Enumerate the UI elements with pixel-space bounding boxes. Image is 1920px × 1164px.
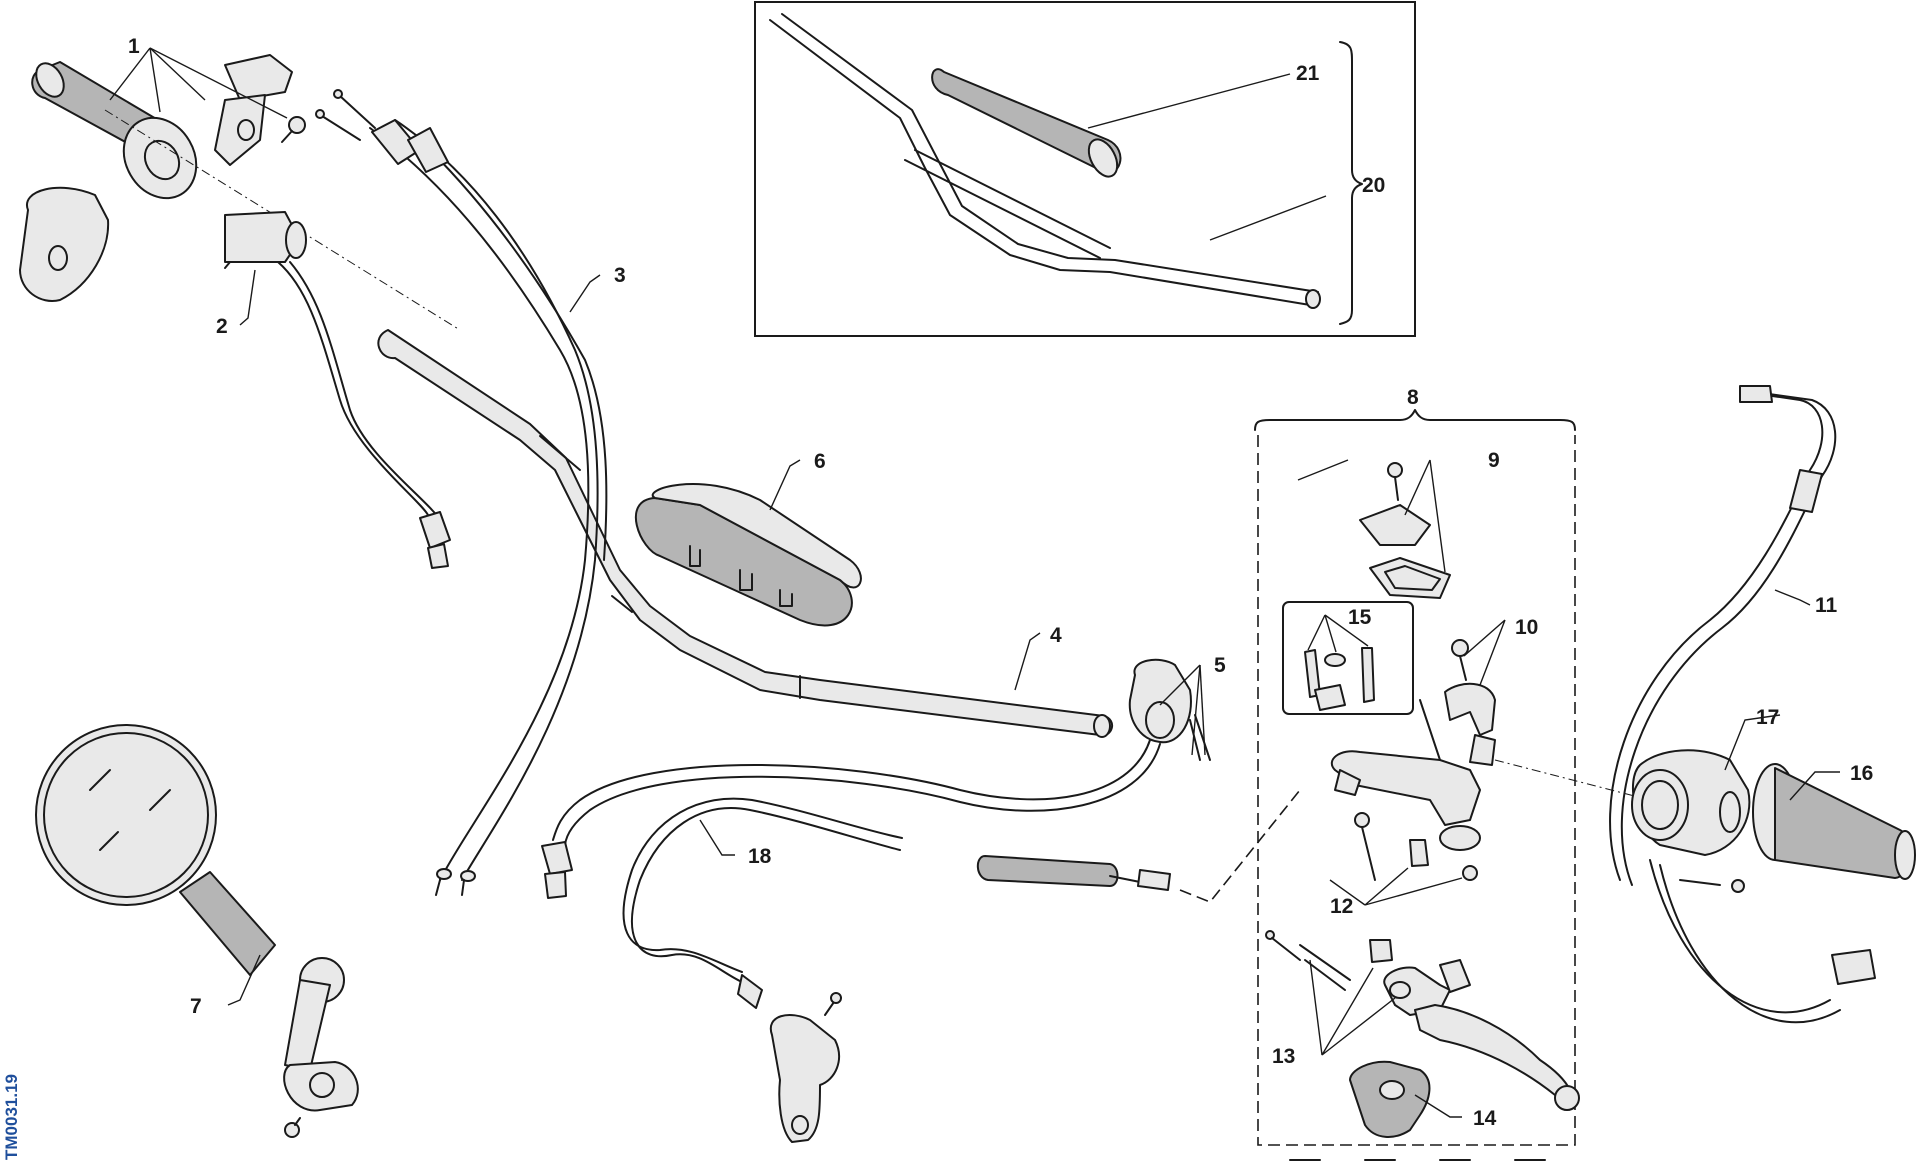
callout-11: 11 — [1815, 594, 1838, 617]
document-id: TM0031.19 — [2, 1074, 21, 1160]
callout-5: 5 — [1214, 654, 1226, 677]
callout-12: 12 — [1330, 895, 1353, 918]
callout-14: 14 — [1473, 1107, 1497, 1130]
clutch-master-assembly — [1254, 409, 1651, 1161]
callout-20: 20 — [1362, 174, 1385, 197]
callout-4: 4 — [1050, 624, 1062, 647]
callout-6: 6 — [814, 450, 826, 473]
callout-17: 17 — [1756, 706, 1779, 729]
callout-18: 18 — [748, 845, 772, 868]
throttle-cables — [315, 89, 608, 896]
callout-labels: 1 2 3 4 5 6 7 8 9 10 11 12 13 14 15 16 1… — [128, 35, 1873, 1130]
handlebar-pad — [634, 483, 862, 627]
callout-21: 21 — [1296, 62, 1320, 85]
callout-3: 3 — [614, 264, 626, 287]
handlebar — [377, 329, 1114, 738]
callout-15: 15 — [1348, 606, 1372, 629]
callout-7: 7 — [190, 995, 202, 1018]
clutch-cable — [622, 789, 1301, 1143]
mirror — [35, 724, 359, 1138]
callout-1: 1 — [128, 35, 140, 58]
callout-8: 8 — [1407, 386, 1419, 409]
leader-lines — [109, 47, 1840, 1118]
callout-2: 2 — [216, 315, 228, 338]
left-switch — [224, 211, 451, 569]
callout-9: 9 — [1488, 449, 1500, 472]
throttle-grip-assembly — [19, 54, 461, 331]
right-grip-and-cable — [1609, 385, 1916, 1024]
callout-10: 10 — [1515, 616, 1538, 639]
inset-handlebar-kit — [754, 1, 1416, 337]
callout-13: 13 — [1272, 1045, 1295, 1068]
callout-16: 16 — [1850, 762, 1873, 785]
right-switch — [541, 658, 1211, 899]
